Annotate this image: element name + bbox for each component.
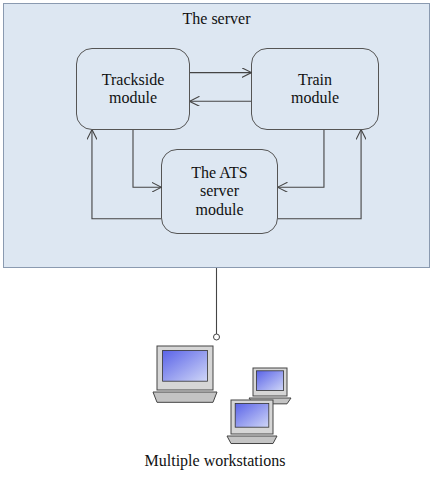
- computer-icon: [153, 346, 217, 402]
- computer-icon: [249, 368, 291, 404]
- computer-icon: [227, 400, 277, 444]
- connector: [190, 101, 251, 102]
- module-label: Train module: [285, 71, 345, 108]
- module-box: The ATS server module: [161, 149, 278, 234]
- connector: [133, 130, 161, 187]
- connector: [190, 72, 251, 73]
- connector: [92, 130, 161, 219]
- module-box: Train module: [251, 48, 379, 130]
- connector: [216, 268, 217, 340]
- workstation-group: Multiple workstations: [135, 340, 295, 485]
- module-label: The ATS server module: [185, 164, 255, 219]
- group-label: Multiple workstations: [145, 452, 286, 470]
- workstation-icons: [135, 340, 295, 452]
- server-panel: The serverTrackside module Train moduleTh…: [3, 3, 430, 268]
- junction-dot: [214, 334, 220, 340]
- module-label: Trackside module: [83, 71, 183, 108]
- panel-title: The server: [4, 10, 429, 28]
- connector: [278, 130, 324, 187]
- module-box: Trackside module: [76, 48, 190, 130]
- connector: [278, 130, 361, 219]
